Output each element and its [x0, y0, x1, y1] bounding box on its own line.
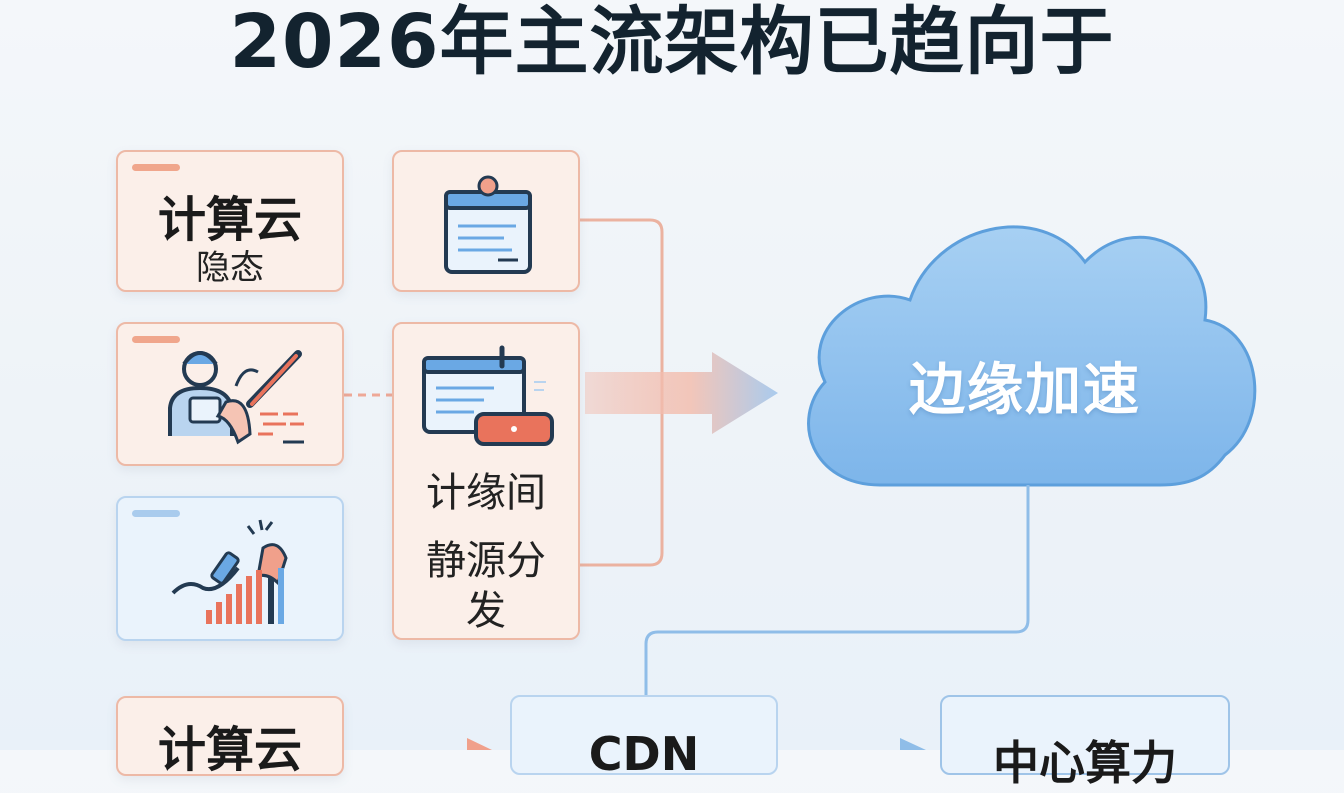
static-distribution-card: 计缘间 静源分 发 — [392, 322, 580, 640]
bottom-compute-cloud-card: 计算云 — [116, 696, 344, 778]
card-header-bar — [132, 336, 180, 343]
card-title: CDN — [588, 727, 700, 781]
card-title: 中心算力 — [993, 736, 1177, 790]
card-line-1: 计缘间 — [426, 470, 546, 516]
cloud-icon — [807, 225, 1257, 487]
cloud-to-cdn-connector — [644, 485, 1030, 700]
cdn-card: CDN — [510, 695, 778, 781]
card-title: 计算云 — [157, 722, 302, 778]
connectors-layer — [344, 218, 1257, 750]
card-subtitle: 隐态 — [196, 248, 264, 288]
arrow-right-icon — [900, 738, 926, 750]
arrow-right-icon — [585, 352, 778, 434]
cloud-label: 边缘加速 — [909, 358, 1141, 423]
clipboard-icon — [444, 175, 532, 274]
card-title: 计算云 — [157, 192, 302, 248]
growth-card — [116, 496, 344, 641]
arrow-right-icon — [467, 738, 492, 750]
growth-chart-icon — [171, 519, 288, 624]
compute-cloud-card: 计算云 隐态 — [116, 150, 344, 292]
card-header-bar — [132, 510, 180, 517]
page-title: 2026年主流架构已趋向于 — [229, 0, 1115, 85]
calendar-document-icon — [422, 345, 554, 446]
worker-card — [116, 322, 344, 466]
card-line-2: 静源分 — [426, 538, 546, 584]
worker-icon — [168, 350, 304, 445]
card-header-bar — [132, 164, 180, 171]
card-line-3: 发 — [466, 588, 506, 634]
central-compute-card: 中心算力 — [940, 695, 1230, 790]
clipboard-card — [392, 150, 580, 292]
